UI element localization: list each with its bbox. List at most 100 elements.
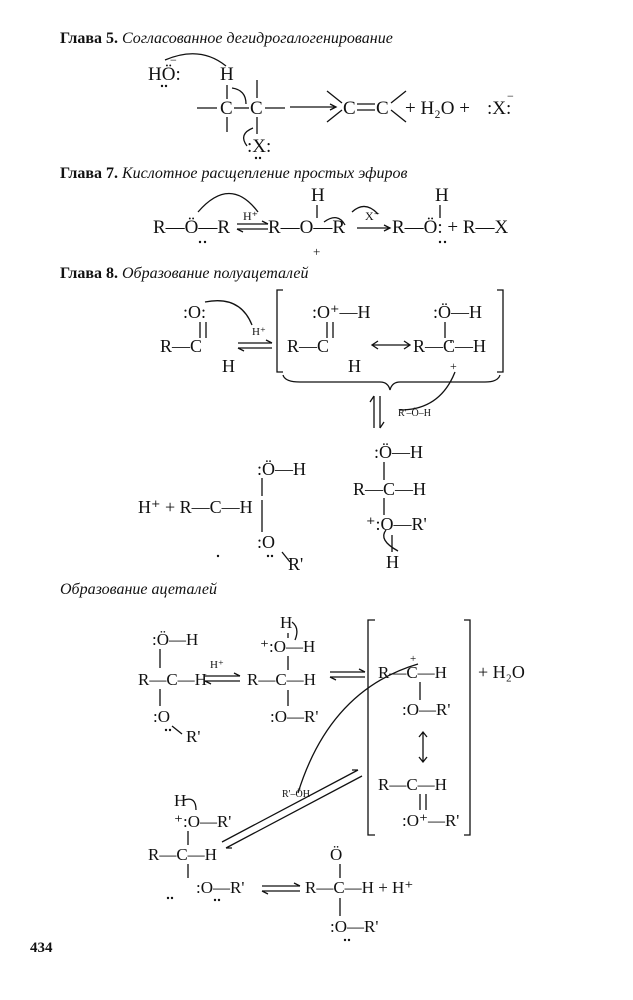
atom-label: R—O—R — [268, 217, 345, 238]
atom-label: R—C—H + H⁺ — [305, 878, 413, 897]
atom-label: R'–ÖH — [282, 788, 310, 800]
curved-arrow — [231, 87, 247, 105]
atom-label: :O—R' — [402, 700, 450, 719]
page-number: 434 — [30, 940, 53, 956]
atom-label: X⁻ — [365, 209, 380, 223]
atom-label: R—C—H — [413, 336, 486, 356]
atom-label: R—C—H — [138, 670, 207, 689]
heading-ch8-title: Образование полуацеталей — [122, 265, 309, 282]
lone-pair-dot — [343, 938, 347, 942]
atom-label: :X: — [487, 98, 511, 119]
curved-arrow — [242, 127, 254, 147]
arrow-head — [358, 668, 366, 673]
atom-label: H — [174, 791, 186, 810]
heading-ch5-label: Глава 5. — [60, 30, 118, 47]
curved-arrow — [183, 798, 197, 811]
atom-label: :O—R' — [270, 707, 318, 726]
atom-label: ⁺:O—R' — [366, 514, 427, 534]
lone-pair-dot — [266, 554, 270, 558]
lone-pair-dot — [166, 896, 170, 900]
atom-label: C — [220, 98, 233, 119]
lone-pair-dot — [258, 156, 262, 160]
lone-pair-dot — [216, 554, 220, 558]
curved-arrow — [323, 217, 346, 226]
atom-label: H⁺ + R—C—H — [138, 497, 253, 517]
atom-label: R—Ö: + R—X — [392, 217, 509, 238]
bond-line — [390, 90, 407, 104]
atom-label: C — [343, 98, 356, 119]
atom-label: H — [386, 552, 399, 572]
atom-label: + — [450, 359, 457, 373]
lone-pair-dot — [198, 240, 202, 244]
atom-label: H — [280, 613, 292, 632]
atom-label: :O: — [183, 302, 206, 322]
bond-line — [326, 90, 343, 104]
arrow-head — [236, 228, 244, 233]
atom-label: R' — [288, 554, 303, 574]
atom-label: R—C—H — [247, 670, 316, 689]
atom-label: :O — [153, 707, 170, 726]
bond-line — [281, 551, 291, 563]
arrow-head — [204, 680, 212, 685]
curved-arrow — [399, 371, 456, 411]
atom-label: H⁺ — [243, 209, 258, 223]
bond-line — [171, 725, 183, 735]
atom-label: R' — [186, 727, 200, 746]
atom-label: HÖ: — [148, 64, 181, 85]
arrow-head — [383, 224, 392, 232]
arrow-head — [233, 672, 241, 677]
equilibrium-arrow — [369, 395, 385, 429]
atom-label: :O⁺—R' — [402, 811, 459, 830]
atom-label: :O—R' — [196, 878, 244, 897]
atom-label: R—C—H — [148, 845, 217, 864]
bond-line — [390, 109, 407, 123]
atom-label: H — [435, 185, 449, 206]
equilibrium-arrow — [221, 769, 363, 849]
lone-pair-dot — [203, 240, 207, 244]
atom-label: :O — [257, 532, 275, 552]
atom-label: R—C — [160, 336, 202, 356]
curved-arrow — [197, 192, 259, 213]
underbrace — [282, 374, 501, 391]
atom-label: R—Ö—R — [153, 217, 230, 238]
resonance-arrow — [370, 340, 412, 350]
atom-label: H — [222, 356, 235, 376]
curved-arrow — [351, 205, 379, 215]
lone-pair-dot — [443, 240, 447, 244]
atom-label: ⁺:O—H — [260, 637, 315, 656]
atom-label: ⁺:O—R' — [174, 812, 231, 831]
arrow-head — [261, 890, 269, 895]
lone-pair-dot — [170, 896, 174, 900]
heading-ch7-title: Кислотное расщепление простых эфиров — [121, 165, 407, 182]
curved-arrow — [383, 529, 399, 552]
lone-pair-dot — [254, 156, 258, 160]
atom-label: H — [348, 356, 361, 376]
curved-arrow — [291, 621, 298, 641]
lone-pair-dot — [270, 554, 274, 558]
atom-label: R—C—H — [378, 775, 447, 794]
atom-label: + — [313, 244, 320, 259]
atom-label: + H₂O + — [405, 98, 470, 119]
curved-arrow — [204, 300, 253, 326]
lone-pair-dot — [160, 84, 164, 88]
lone-pair-dot — [168, 728, 172, 732]
arrow-head — [329, 103, 338, 111]
bond-line — [326, 109, 343, 123]
atom-label: :O—R' — [330, 917, 378, 936]
atom-label: H⁺ — [252, 326, 266, 338]
heading-ch8-label: Глава 8. — [60, 265, 118, 282]
lone-pair-dot — [347, 938, 351, 942]
atom-label: :X: — [247, 136, 271, 157]
atom-label: Ö — [330, 845, 342, 864]
lone-pair-dot — [438, 240, 442, 244]
bracket — [367, 619, 471, 836]
heading-ch7-label: Глава 7. — [60, 165, 118, 182]
atom-label: + H₂O — [478, 662, 525, 682]
arrow-head — [261, 220, 269, 225]
heading-ch5-title: Согласованное дегидрогалогенирование — [122, 30, 393, 47]
curved-arrow — [297, 663, 419, 794]
atom-label: C — [376, 98, 389, 119]
atom-label: :Ö—H — [257, 459, 306, 479]
